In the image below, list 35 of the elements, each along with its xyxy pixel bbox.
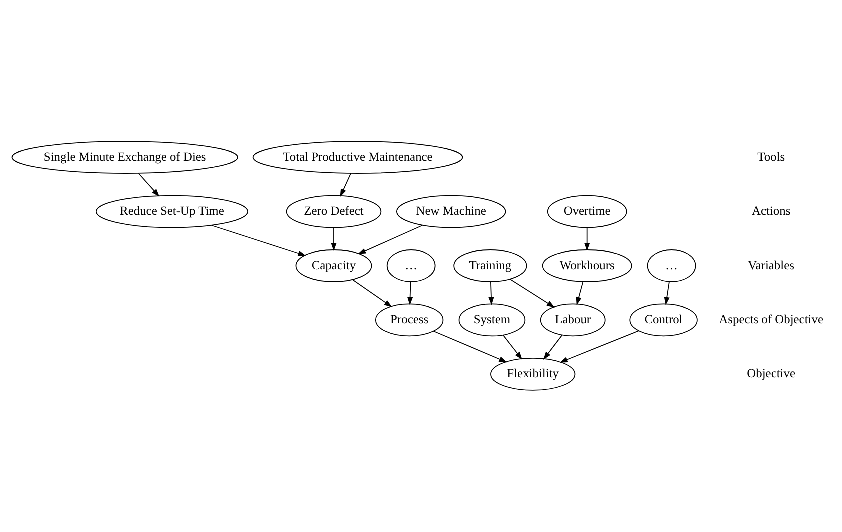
arrow bbox=[340, 173, 352, 198]
arrow bbox=[331, 227, 337, 252]
node-ellipse: Labour bbox=[540, 304, 606, 337]
node-ellipse: New Machine bbox=[396, 195, 506, 228]
arrow bbox=[352, 280, 392, 308]
arrow bbox=[407, 282, 414, 306]
node-ellipse: Reduce Set-Up Time bbox=[96, 195, 248, 228]
node-ellipse: Zero Defect bbox=[286, 195, 382, 228]
arrow bbox=[433, 330, 508, 363]
label: Variables bbox=[748, 258, 794, 272]
node-ellipse: … bbox=[647, 250, 696, 282]
node-ellipse: System bbox=[458, 304, 526, 337]
arrow bbox=[584, 227, 590, 252]
arrow bbox=[510, 279, 555, 308]
node-ellipse: Total Productive Maintenance bbox=[252, 141, 464, 174]
arrow bbox=[488, 282, 494, 306]
arrow bbox=[358, 225, 424, 254]
node-ellipse: … bbox=[386, 250, 436, 282]
node-ellipse: Control bbox=[630, 304, 698, 337]
label: Tools bbox=[758, 150, 786, 164]
arrow bbox=[543, 335, 563, 360]
label: Aspects of Objective bbox=[719, 312, 824, 327]
node-ellipse: Workhours bbox=[542, 250, 632, 282]
arrow bbox=[211, 225, 306, 256]
label: Objective bbox=[747, 366, 796, 381]
arrow bbox=[138, 173, 160, 197]
arrow bbox=[502, 335, 522, 360]
arrow bbox=[560, 330, 640, 363]
node-ellipse: Single Minute Exchange of Dies bbox=[12, 141, 238, 174]
node-ellipse: Process bbox=[375, 304, 444, 337]
arrow bbox=[576, 282, 584, 306]
node-ellipse: Training bbox=[454, 250, 528, 282]
label: Actions bbox=[752, 204, 791, 218]
node-ellipse: Overtime bbox=[547, 195, 628, 228]
arrow bbox=[664, 282, 670, 306]
